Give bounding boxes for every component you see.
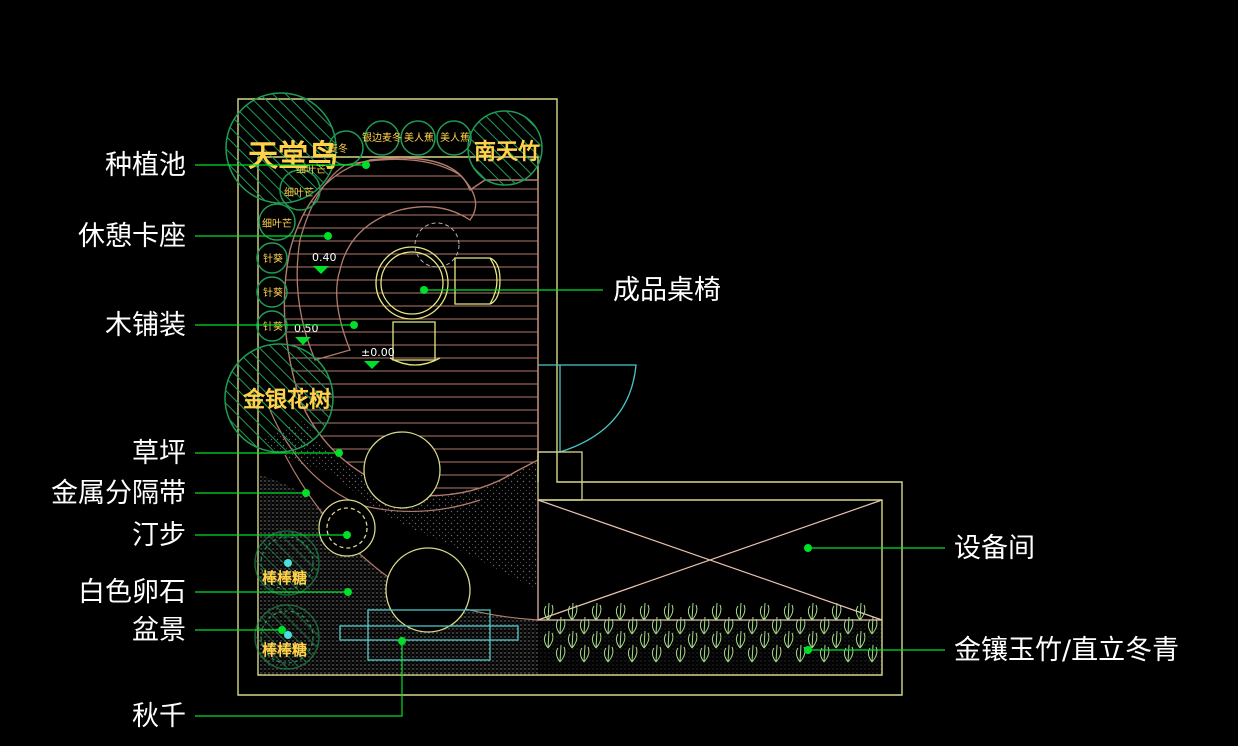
- label-planting-pool: 种植池: [105, 150, 186, 181]
- top-2-text: 美人蕉: [404, 131, 434, 144]
- fine-leaf-3-text: 细叶芒: [262, 217, 292, 230]
- top-3-text: 美人蕉: [440, 131, 470, 144]
- stepping-stones: [318, 431, 471, 633]
- equipment-room: [537, 499, 883, 621]
- left-seq-3: 针葵: [263, 320, 283, 333]
- stick1-text: 棒棒糖: [262, 569, 307, 587]
- label-lounge-seat: 休憩卡座: [78, 221, 186, 252]
- table-and-chairs: [375, 222, 501, 366]
- label-white-pebble: 白色卵石: [78, 577, 186, 608]
- left-seq-1: 针葵: [263, 252, 283, 265]
- bonsai-dot-2: [284, 631, 292, 639]
- paradise-bird-text: 天堂鸟: [248, 139, 338, 174]
- stick2-text: 棒棒糖: [262, 641, 307, 659]
- label-equipment-room: 设备间: [954, 533, 1035, 564]
- label-swing: 秋千: [132, 701, 186, 732]
- elevation-0-50: 0.50: [294, 322, 319, 335]
- elevation-0-00: ±0.00: [361, 346, 395, 359]
- label-bamboo: 金镶玉竹/直立冬青: [954, 635, 1180, 666]
- plant-labels: 天堂鸟 南天竹 金银花树 棒棒糖 棒棒糖 细叶芒 细叶芒 细叶芒 银边麦冬 美人…: [242, 131, 540, 659]
- bonsai-dot-1: [284, 559, 292, 567]
- fine-leaf-1-text: 细叶芒: [296, 163, 326, 176]
- bamboo-tree-text: 南天竹: [474, 139, 540, 165]
- door-post: [537, 451, 583, 501]
- top-1-text: 银边麦冬: [362, 131, 402, 144]
- trees: [224, 92, 543, 670]
- elevation-0-40: 0.40: [312, 251, 337, 264]
- label-lawn: 草坪: [132, 438, 186, 469]
- swing: [339, 609, 519, 661]
- label-bonsai: 盆景: [132, 615, 186, 646]
- stray-text: 麦冬: [328, 142, 348, 155]
- label-furniture: 成品桌椅: [613, 275, 721, 306]
- window-bay: [538, 364, 637, 453]
- osmanthus-text: 金银花树: [242, 387, 331, 413]
- label-metal-strip: 金属分隔带: [51, 478, 186, 509]
- leader-lines: [195, 164, 945, 717]
- fine-leaf-2-text: 细叶芒: [284, 186, 314, 199]
- label-wood-deck: 木铺装: [105, 310, 186, 341]
- elevation-markers: 0.40 0.50 ±0.00: [294, 251, 395, 369]
- lounge-seat: [296, 158, 477, 361]
- leader-dots: [278, 161, 812, 654]
- label-stepping-stone: 汀步: [132, 520, 186, 551]
- left-seq-2: 针葵: [263, 286, 283, 299]
